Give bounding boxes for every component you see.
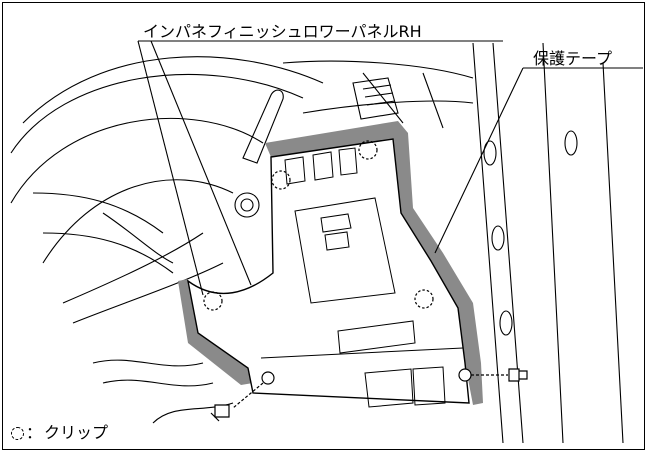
diagram-frame: インパネフィニッシュロワーパネルRH 保護テープ ： クリップ [2, 2, 645, 450]
panel-recess [294, 197, 396, 304]
protective-tape [178, 121, 483, 405]
key-cylinder [234, 192, 260, 218]
bolt-hole [458, 368, 472, 382]
lever [242, 89, 284, 164]
clip-marker-icon [414, 289, 434, 309]
panel-label: インパネフィニッシュロワーパネルRH [143, 22, 422, 41]
leader-panel-2 [150, 40, 252, 286]
tape-label: 保護テープ [533, 49, 613, 68]
leader-panel-3 [137, 40, 204, 296]
bolt-icon [508, 368, 528, 382]
steering-wheel-outline [10, 56, 324, 264]
steering-column [62, 212, 224, 324]
vent [352, 77, 399, 120]
clip-marker-icon [203, 291, 223, 311]
leader-tape [434, 67, 643, 254]
clip-marker-icon [271, 170, 291, 190]
upper-dash [282, 60, 474, 129]
door-pillar [472, 42, 624, 444]
wheel-spoke [32, 192, 174, 274]
panel-slot [337, 320, 416, 354]
panel-bottom-cutout [364, 366, 446, 408]
clip-legend-icon [11, 426, 24, 440]
clip-marker-icon [358, 140, 378, 160]
bolt-icon [210, 404, 230, 422]
legend-text: クリップ [44, 423, 109, 442]
legend: ： クリップ [11, 425, 108, 441]
bolt-hole [261, 371, 275, 385]
legend-separator: ： [26, 423, 43, 442]
illustration [10, 40, 643, 444]
lower-panel [186, 138, 470, 404]
